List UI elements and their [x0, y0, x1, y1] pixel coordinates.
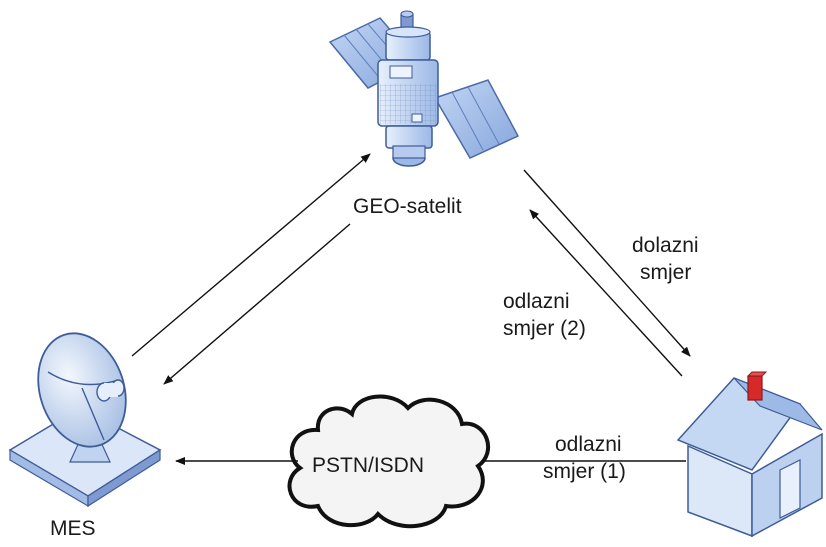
uplink-2-label: odlazni smjer (2): [503, 288, 586, 342]
connection-arrows: [131, 153, 691, 465]
downlink-label-line1: dolazni: [632, 234, 699, 257]
network-label: PSTN/ISDN: [312, 454, 425, 477]
uplink-2-label-line1: odlazni: [503, 290, 570, 313]
satellite-label: GEO-satelit: [353, 195, 462, 218]
chimney: [747, 375, 763, 401]
arrow-satellite-to-house: [523, 169, 691, 357]
uplink-2-label-line2: smjer (2): [503, 317, 586, 340]
arrow-house-to-satellite: [529, 209, 683, 377]
arrow-satellite-to-mes: [163, 223, 351, 385]
mes-dish-icon: [8, 332, 162, 508]
uplink-1-label-line1: odlazni: [555, 433, 622, 456]
uplink-1-label-line2: smjer (1): [543, 460, 626, 483]
downlink-label: dolazni smjer: [632, 232, 699, 286]
arrow-mes-to-satellite: [131, 153, 371, 357]
uplink-1-label: odlazni smjer (1): [543, 431, 626, 485]
mes-label: MES: [50, 517, 96, 540]
house-icon: [676, 371, 823, 538]
satellite-icon: [328, 10, 520, 167]
downlink-label-line2: smjer: [640, 261, 692, 284]
solar-panel-right: [433, 79, 520, 159]
pstn-isdn-cloud-icon: [287, 394, 490, 529]
